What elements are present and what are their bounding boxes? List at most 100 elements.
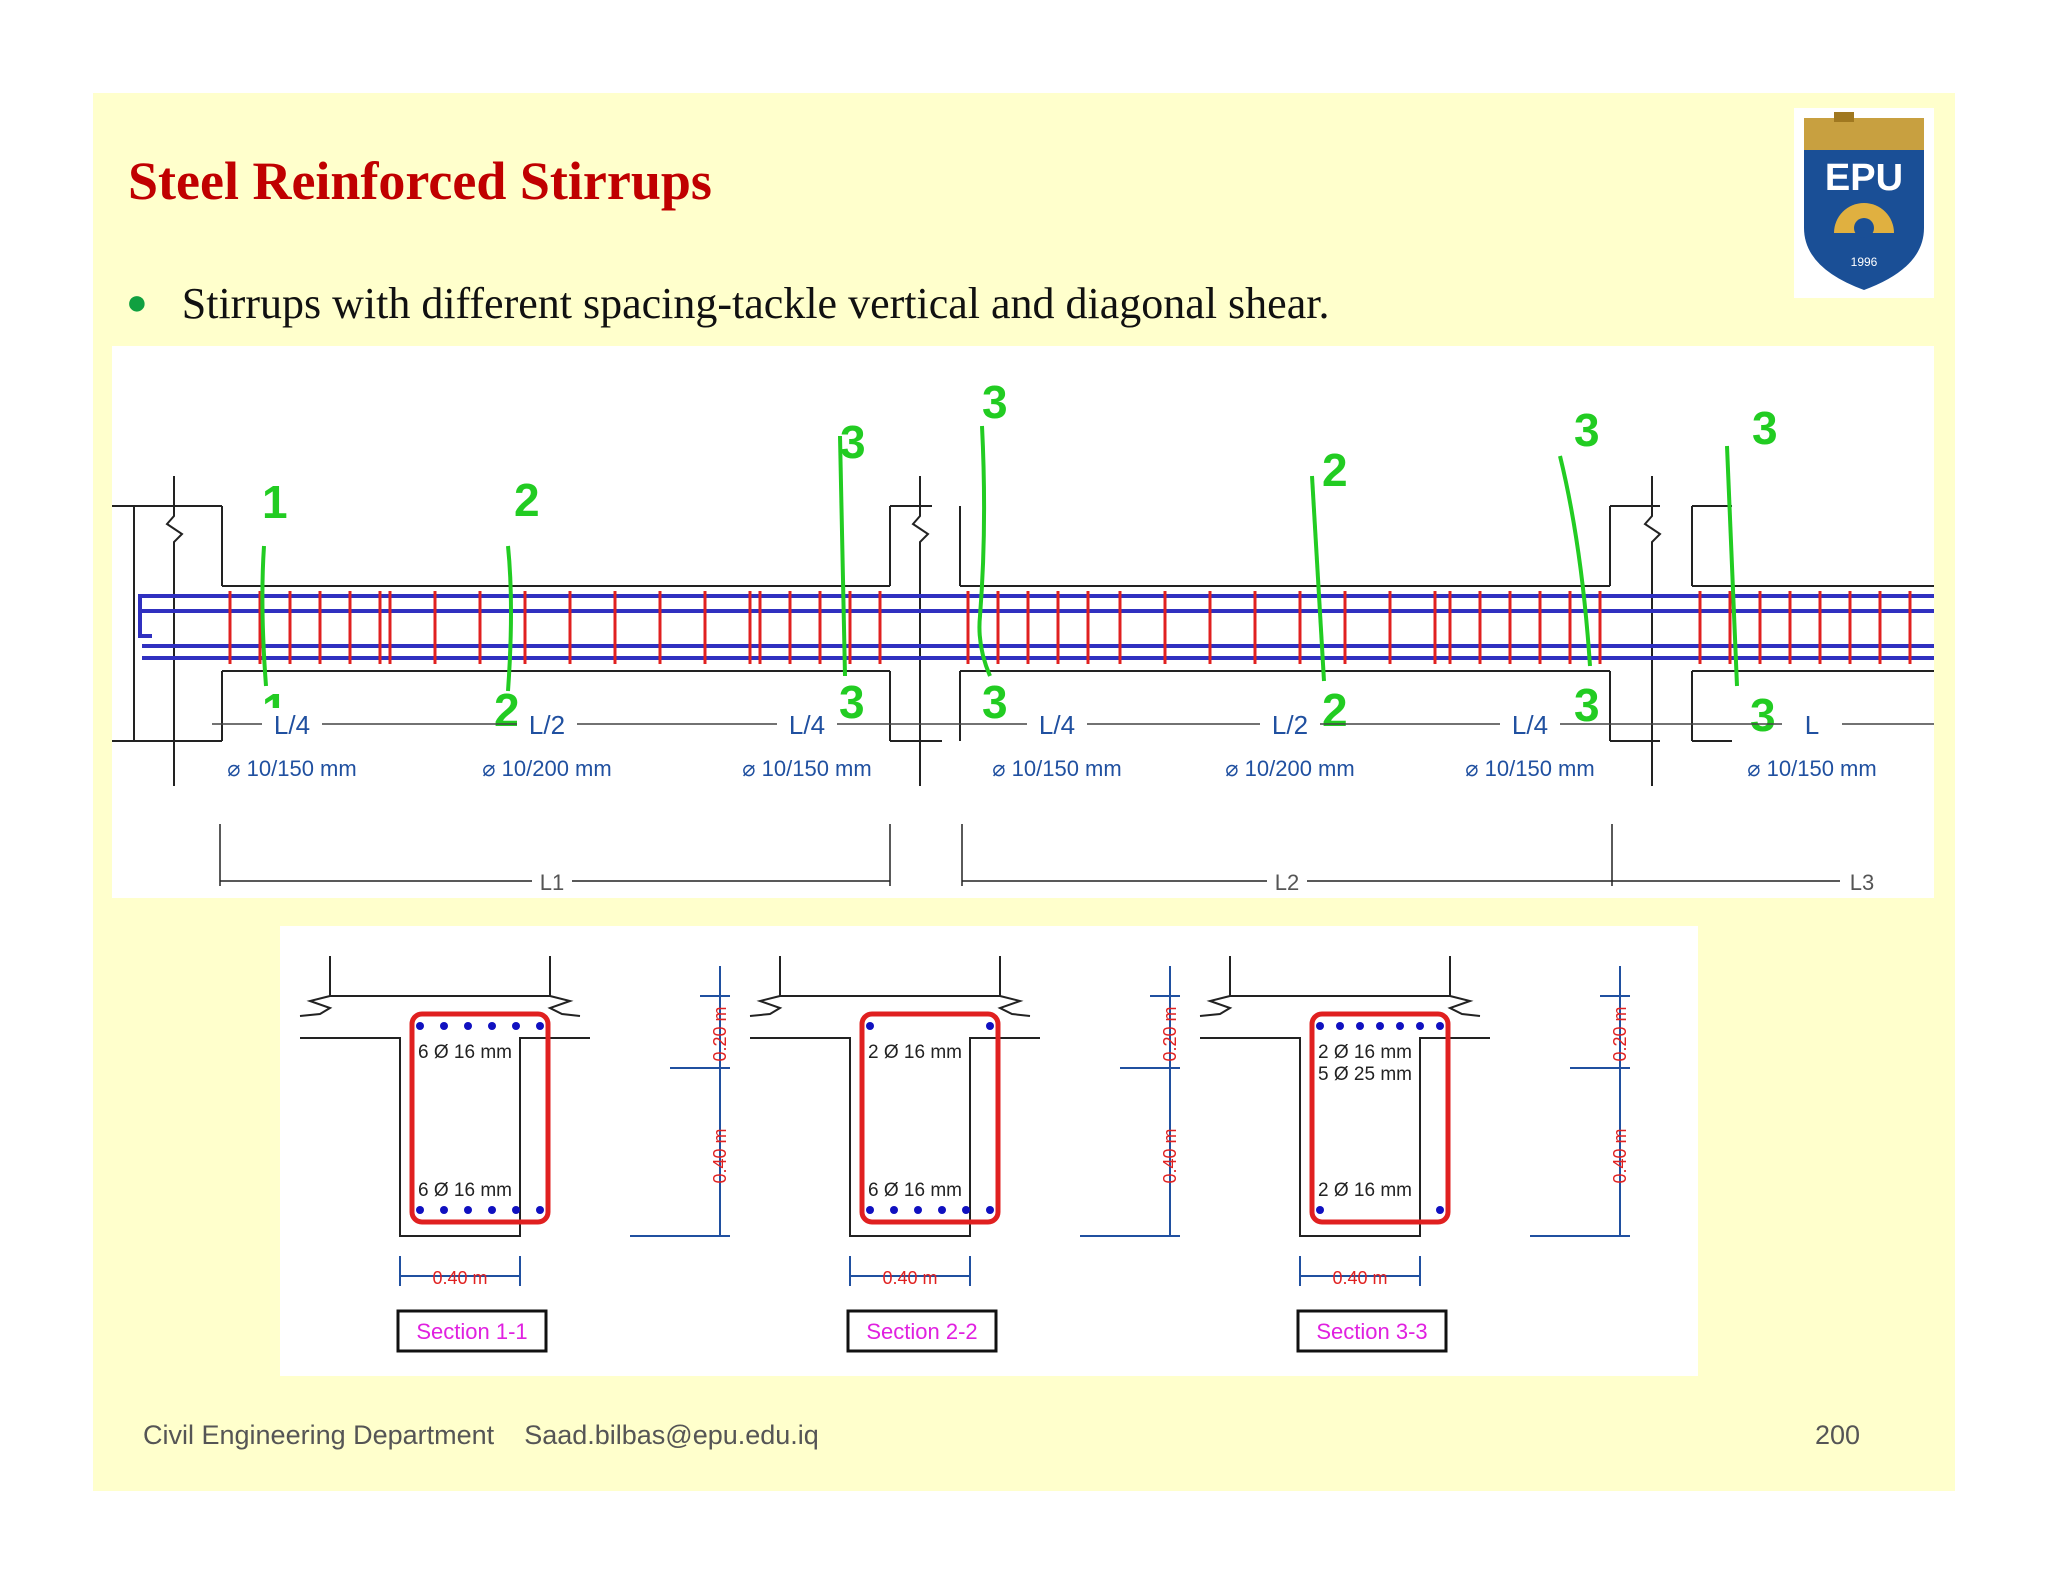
- bottom-bars-label: 6 Ø 16 mm: [868, 1180, 962, 1201]
- epu-logo-icon: EPU 1996: [1804, 112, 1924, 290]
- spacing-labels-group: ⌀ 10/150 mm ⌀ 10/200 mm ⌀ 10/150 mm ⌀ 10/15…: [227, 756, 1876, 781]
- top-bar: [866, 1022, 874, 1030]
- section-mark-label: 3: [1574, 679, 1600, 731]
- top-bar: [440, 1022, 448, 1030]
- web-depth-label: 0.40 m: [710, 1128, 730, 1183]
- mid-bars-label: 5 Ø 25 mm: [1318, 1064, 1412, 1085]
- span-label: L/4: [1512, 710, 1548, 740]
- span-label-l1: L1: [540, 870, 564, 895]
- top-bar: [1336, 1022, 1344, 1030]
- section-mark-label: 3: [1750, 689, 1776, 741]
- section-mark-labels: 11223333223333: [262, 376, 1778, 741]
- bottom-bar: [416, 1206, 424, 1214]
- web-depth-label: 0.40 m: [1610, 1128, 1630, 1183]
- top-bar: [416, 1022, 424, 1030]
- section-mark-label: 1: [262, 476, 288, 528]
- stirrup-spacing-label: ⌀ 10/200 mm: [1225, 756, 1354, 781]
- stirrups-group: [228, 591, 1912, 664]
- footer-department: Civil Engineering Department: [143, 1420, 495, 1450]
- page-number: 200: [1815, 1420, 1861, 1450]
- top-bars-label: 2 Ø 16 mm: [868, 1042, 962, 1063]
- section-outline: [299, 956, 590, 1237]
- stirrup-spacing-label: ⌀ 10/150 mm: [227, 756, 356, 781]
- section-outline: [1199, 956, 1490, 1237]
- section-label: Section 3-3: [1316, 1319, 1427, 1344]
- section-mark-label: 3: [982, 376, 1008, 428]
- top-bars-label: 2 Ø 16 mm: [1318, 1042, 1412, 1063]
- span-label-bg: [1027, 708, 1087, 738]
- section-label: Section 1-1: [416, 1319, 527, 1344]
- web-depth-label: 0.40 m: [1160, 1128, 1180, 1183]
- bullet-dot-icon: ●: [126, 281, 148, 322]
- section-mark-label: 2: [1322, 684, 1348, 736]
- span-label: L/4: [1039, 710, 1075, 740]
- section-mark-label: 3: [1574, 404, 1600, 456]
- width-label: 0.40 m: [432, 1268, 487, 1288]
- bottom-bar: [488, 1206, 496, 1214]
- span-label-bg: [517, 708, 577, 738]
- bottom-bar: [1316, 1206, 1324, 1214]
- stirrup-spacing-label: ⌀ 10/150 mm: [1747, 756, 1876, 781]
- stirrup-spacing-label: ⌀ 10/150 mm: [992, 756, 1121, 781]
- top-bar: [1316, 1022, 1324, 1030]
- section-label-box: [396, 1309, 548, 1353]
- bottom-bar: [866, 1206, 874, 1214]
- top-bar: [512, 1022, 520, 1030]
- top-bar: [986, 1022, 994, 1030]
- stirrup-outline: [1309, 1011, 1451, 1225]
- section-outline: [749, 956, 1040, 1237]
- flange-depth-label: 0.20 m: [1610, 1006, 1630, 1061]
- span-label: L/4: [789, 710, 825, 740]
- flange-depth-label: 0.20 m: [1160, 1006, 1180, 1061]
- bottom-bar: [1436, 1206, 1444, 1214]
- cross-section: 2 Ø 16 mm6 Ø 16 mm0.40 m0.20 m0.40 mSect…: [749, 956, 1180, 1353]
- top-bars-label: 6 Ø 16 mm: [418, 1042, 512, 1063]
- span-label-bg: [1260, 708, 1320, 738]
- top-bar: [464, 1022, 472, 1030]
- cross-sections-diagram: 6 Ø 16 mm 6 Ø 16 mm 0.40 m 0.20 m 0.40 m Sect…: [280, 926, 1698, 1376]
- beam-reinforcement-diagram: 11223333223333 L/4L/2L/4L/4L/2L/4L ⌀ 10/…: [112, 346, 1934, 898]
- width-label: 0.40 m: [882, 1268, 937, 1288]
- span-label-l3: L3: [1850, 870, 1874, 895]
- stirrup-outline: [409, 1011, 551, 1225]
- longitudinal-bars: [138, 594, 1934, 660]
- section-mark-label: 3: [840, 416, 866, 468]
- span-label-l2: L2: [1275, 870, 1299, 895]
- footer-email: Saad.bilbas@epu.edu.iq: [524, 1420, 819, 1450]
- stirrup-spacing-label: ⌀ 10/150 mm: [742, 756, 871, 781]
- logo-text: EPU: [1825, 157, 1903, 199]
- section-label-box: [1296, 1309, 1448, 1353]
- bottom-bar: [464, 1206, 472, 1214]
- span-label-bg: [1500, 708, 1560, 738]
- bottom-bar: [890, 1206, 898, 1214]
- span-label-bg: [262, 708, 322, 738]
- flange-depth-label: 0.20 m: [710, 1006, 730, 1061]
- stirrup-outline: [859, 1011, 1001, 1225]
- section-cut-marks: [260, 425, 1739, 692]
- section-mark-label: 3: [839, 676, 865, 728]
- bullet-item: ●Stirrups with different spacing-tackle …: [126, 278, 1329, 329]
- section-mark-label: 3: [1752, 402, 1778, 454]
- top-bar: [1396, 1022, 1404, 1030]
- bottom-bar: [512, 1206, 520, 1214]
- epu-logo: EPU 1996: [1794, 108, 1934, 298]
- logo-year: 1996: [1851, 255, 1878, 269]
- span-label: L/2: [529, 710, 565, 740]
- top-bar: [1376, 1022, 1384, 1030]
- top-bar: [1356, 1022, 1364, 1030]
- bottom-bar: [938, 1206, 946, 1214]
- span-label: L/2: [1272, 710, 1308, 740]
- top-bar: [536, 1022, 544, 1030]
- bottom-bars-label: 2 Ø 16 mm: [1318, 1180, 1412, 1201]
- slide-title: Steel Reinforced Stirrups: [128, 151, 712, 211]
- section-mark-label: 2: [1322, 444, 1348, 496]
- cross-section: 2 Ø 16 mm5 Ø 25 mm2 Ø 16 mm0.40 m0.20 m0…: [1199, 956, 1630, 1353]
- span-label: L/4: [274, 710, 310, 740]
- footer-info: Civil Engineering Department Saad.bilbas…: [143, 1420, 819, 1451]
- top-bar: [488, 1022, 496, 1030]
- section-mark-label: 2: [494, 684, 520, 736]
- section-label-box: [846, 1309, 998, 1353]
- bottom-bar: [986, 1206, 994, 1214]
- beam-diagram-svg: 11223333223333 L/4L/2L/4L/4L/2L/4L ⌀ 10/…: [112, 376, 1934, 895]
